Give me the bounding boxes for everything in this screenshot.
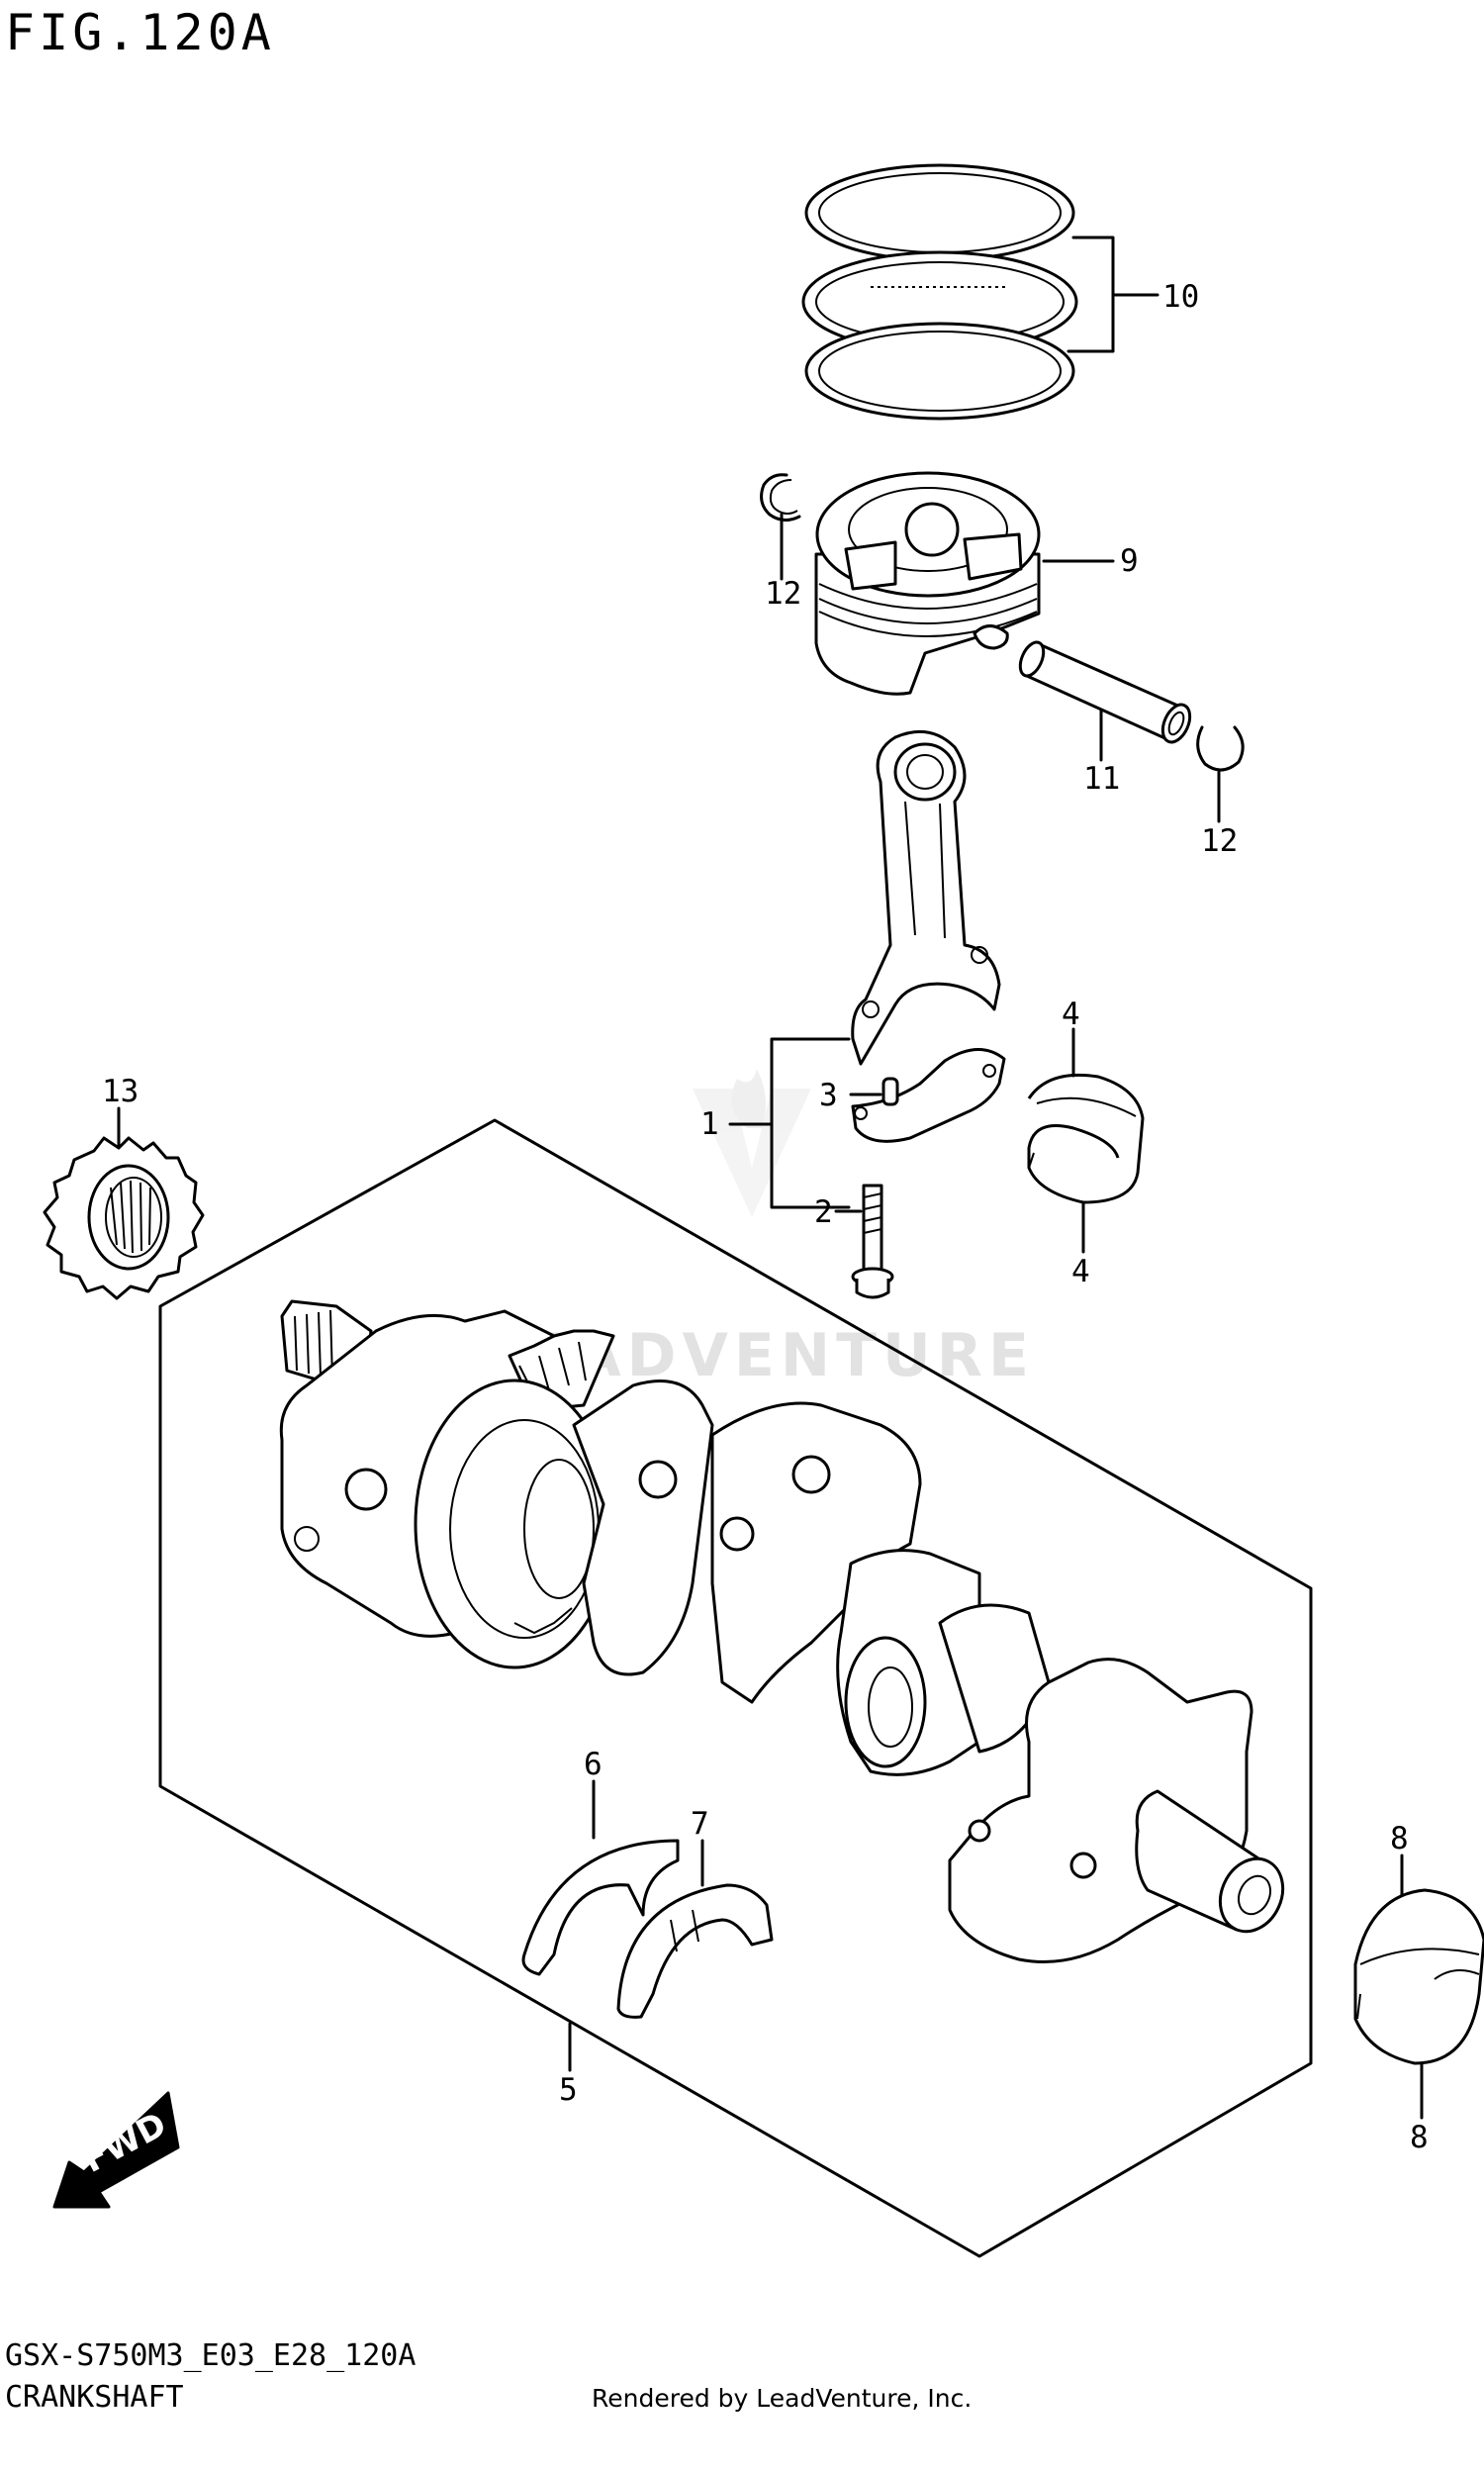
crankshaft-group-outline [158, 1118, 1313, 2258]
callout-10: 10 [1162, 279, 1199, 315]
piston[interactable] [814, 471, 1041, 696]
rod-bolt[interactable] [851, 1184, 894, 1299]
callout-4-bottom: 4 [1071, 1254, 1090, 1289]
callout-7: 7 [691, 1806, 709, 1842]
callout-8-top: 8 [1390, 1821, 1409, 1856]
figure-title: FIG.120A [5, 4, 275, 61]
piston-rings[interactable] [801, 163, 1078, 421]
callout-11: 11 [1083, 761, 1120, 797]
callout-13: 13 [102, 1074, 139, 1109]
callout-5: 5 [559, 2072, 578, 2108]
primary-drive-gear[interactable] [43, 1136, 205, 1300]
callout-8-bottom: 8 [1410, 2120, 1429, 2155]
circlip-right[interactable] [1196, 725, 1245, 772]
model-code: GSX-S750M3_E03_E28_120A [5, 2338, 416, 2373]
callout-2: 2 [814, 1194, 833, 1230]
circlip-left[interactable] [760, 473, 801, 522]
callout-3: 3 [819, 1078, 838, 1113]
callout-12-right: 12 [1201, 823, 1238, 859]
callout-6: 6 [584, 1747, 603, 1782]
rod-bearing[interactable] [1027, 1073, 1145, 1204]
callout-12-top: 12 [765, 576, 801, 612]
crankshaft[interactable] [279, 1299, 1294, 1963]
fwd-direction-arrow: FWD [52, 2091, 180, 2209]
callout-9: 9 [1120, 543, 1139, 579]
section-name: CRANKSHAFT [5, 2380, 184, 2415]
dowel-pin[interactable] [881, 1077, 899, 1106]
callout-1: 1 [700, 1106, 719, 1142]
rendered-by: Rendered by LeadVenture, Inc. [592, 2384, 972, 2413]
watermark-logo [693, 1069, 811, 1217]
journal-bearing[interactable] [1353, 1888, 1484, 2065]
callout-4-top: 4 [1062, 997, 1080, 1032]
piston-pin[interactable] [1016, 638, 1196, 746]
thrust-bearing-7[interactable] [616, 1883, 774, 2019]
thrust-bearing-6[interactable] [521, 1839, 680, 1976]
connecting-rod[interactable] [851, 729, 1006, 1143]
